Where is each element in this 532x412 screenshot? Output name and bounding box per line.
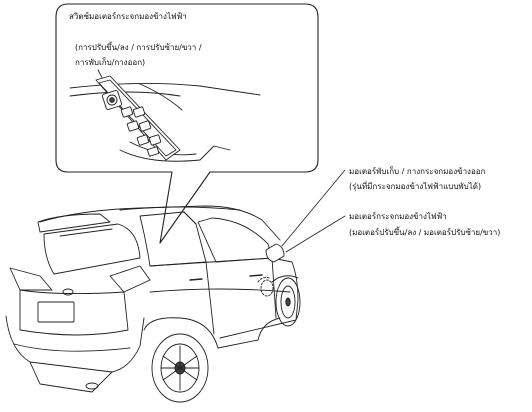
adjust-motor-label: มอเตอร์กระจกมองข้างไฟฟ้า [349,212,447,221]
adjust-motor-note: (มอเตอร์ปรับขึ้น/ลง / มอเตอร์ปรับซ้าย/ขว… [349,228,501,237]
fold-motor-label: มอเตอร์พับเก็บ / กางกระจกมองข้างออก [349,167,486,176]
front-wheel [275,277,301,327]
callout-subtitle-line2: การพับเก็บ/กางออก) [75,58,146,67]
mirror-switch-panel [95,75,181,161]
license-plate [37,301,75,323]
side-window-rear [139,211,207,267]
rear-emblem [62,288,74,296]
tailgate [19,289,129,336]
rear-light-left [9,267,53,291]
exhaust-pipe [85,382,99,390]
side-mirror [265,243,285,263]
car-illustration [5,205,301,403]
car-side-body [149,257,299,339]
rear-light-right [109,265,151,293]
callout-bubble [55,3,319,244]
adjust-motor-leader [285,215,346,253]
rear-spoiler [37,213,111,233]
fold-motor-note: (รุ่นที่มีกระจกมองข้างไฟฟ้าแบบพับได้) [349,182,482,191]
fold-motor-leader [281,169,346,247]
car-roof [39,205,281,241]
rear-window [43,223,141,275]
callout-title: สวิตช์มอเตอร์กระจกมองข้างไฟฟ้า [69,12,187,21]
callout-subtitle-line1: (การปรับขึ้น/ลง / การปรับซ้าย/ขวา / [75,43,202,52]
rear-wheel [151,333,209,403]
motor-outline-door [260,279,274,297]
side-window-front [197,217,273,263]
rear-bumper [5,315,145,373]
leader-lines [281,169,346,253]
